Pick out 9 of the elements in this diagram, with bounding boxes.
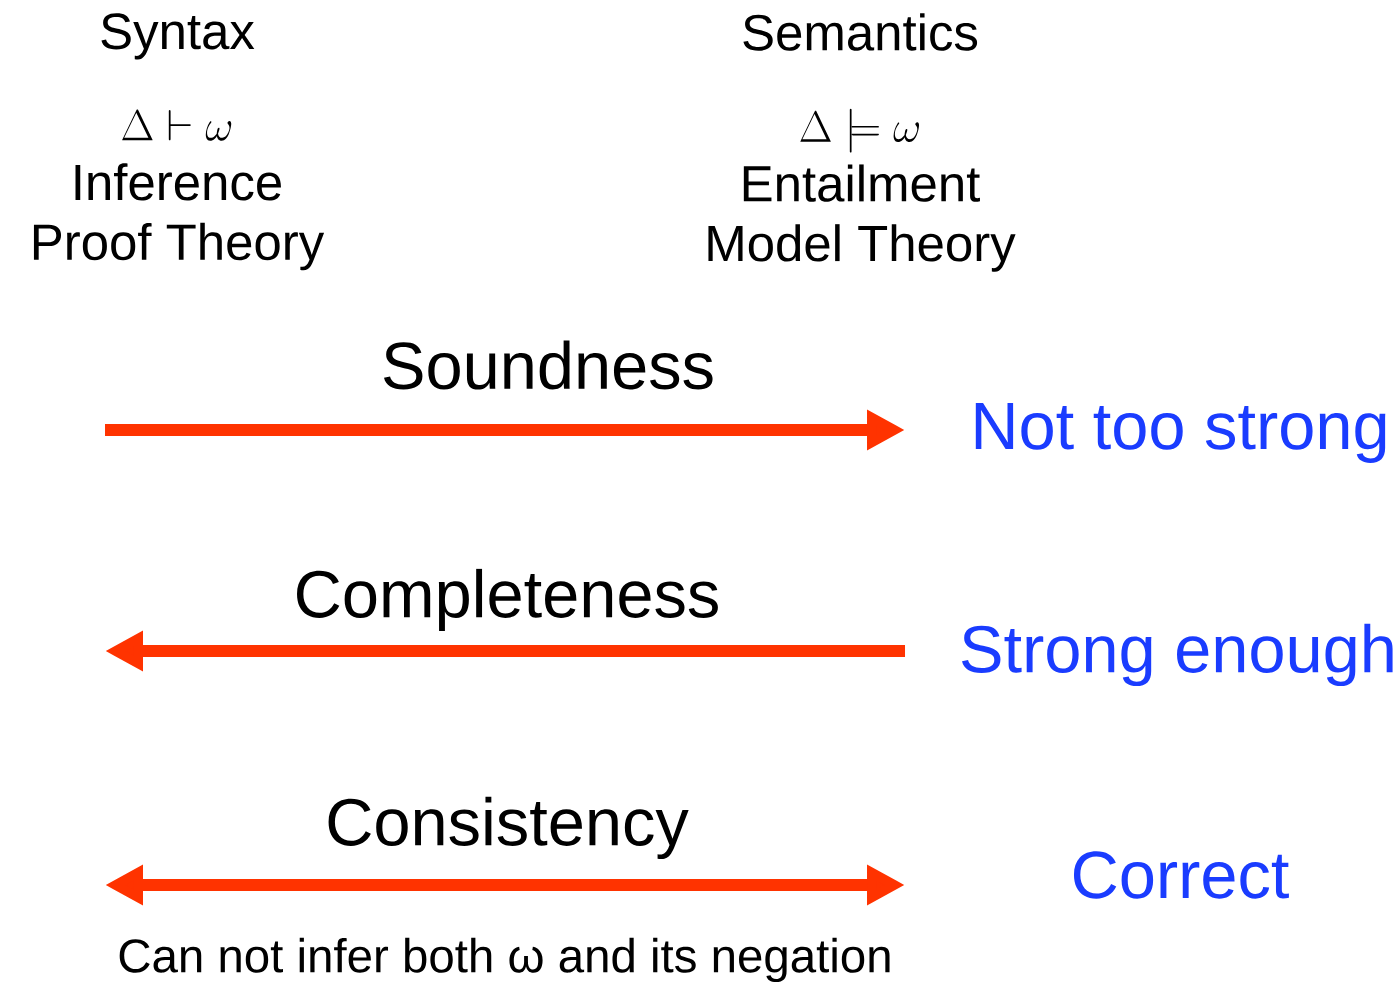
side-note: Correct [1073,851,1289,899]
side-note: Strong enough [962,623,1393,687]
arrow-label: Completeness [297,568,718,632]
column-heading: Semantics $\Delta \models \omega$ Entailment Model Theory [708,13,1016,272]
arrow-label: Consistency [328,796,689,860]
side-note: Not too strong [975,403,1386,463]
column-heading: Syntax $\Delta \vdash \omega$ Inference Proof Theory [33,13,325,271]
arrow-label: Soundness [384,340,713,390]
footnote-text: Can not infer both ω and its negation [119,937,890,983]
